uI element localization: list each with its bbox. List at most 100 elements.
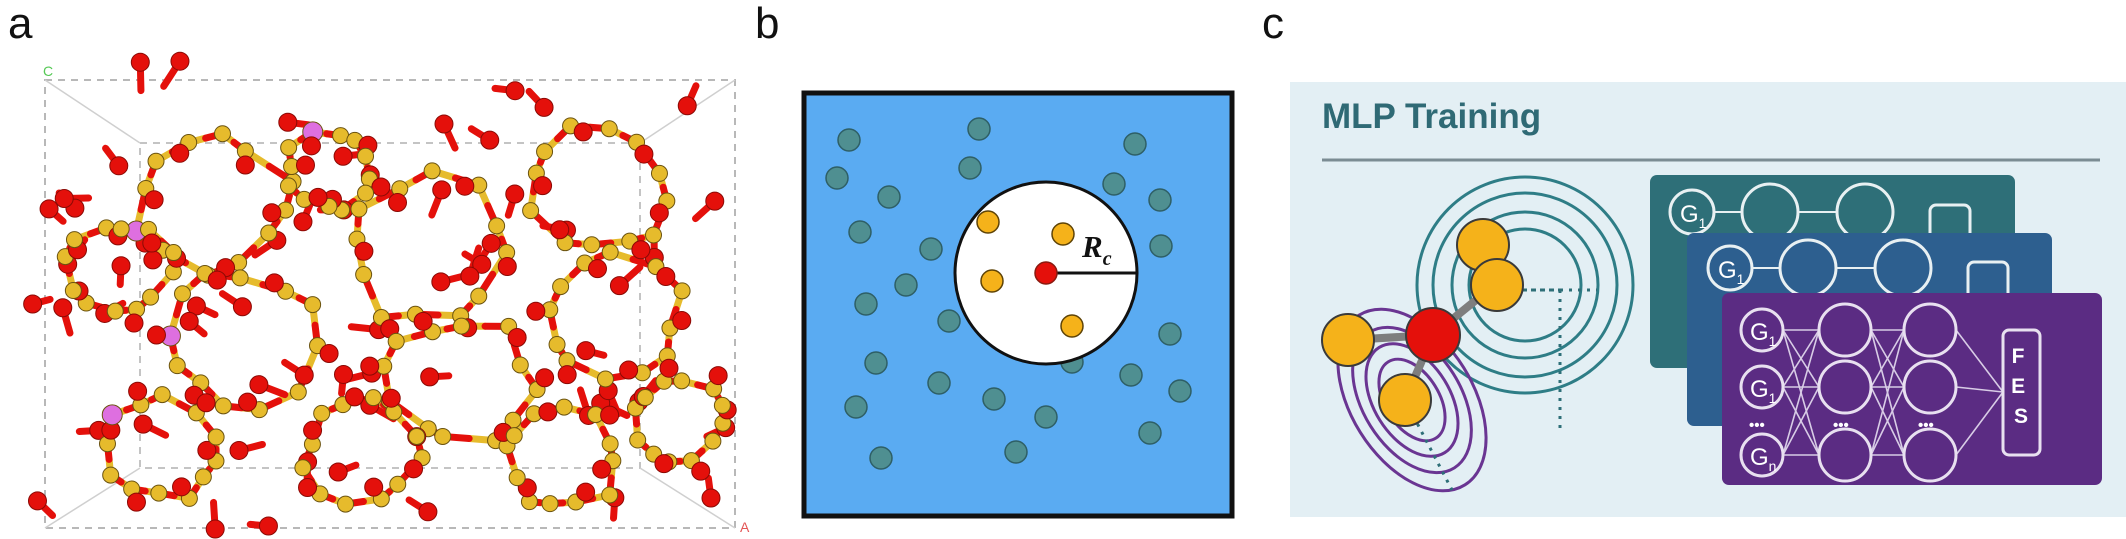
radial-shell	[1450, 210, 1600, 360]
oxygen-atom	[535, 368, 555, 388]
oxygen-atom	[53, 298, 73, 318]
oxygen-atom	[111, 256, 131, 276]
oxygen-atom	[360, 356, 380, 376]
oxygen-atom	[480, 130, 500, 150]
oxygen-atom	[388, 193, 408, 213]
oxygen-atom	[196, 393, 216, 413]
silicon-atom	[313, 404, 331, 422]
oxygen-atom	[170, 143, 190, 163]
silicon-atom	[536, 143, 554, 161]
silicon-atom	[304, 296, 322, 314]
oxygen-atom	[431, 272, 451, 292]
silicon-atom	[423, 162, 441, 180]
oxygen-atom	[691, 461, 711, 481]
silicon-atom	[636, 389, 654, 407]
silicon-atom	[673, 282, 691, 300]
edge	[1870, 386, 1905, 456]
silicon-atom	[629, 431, 647, 449]
silicon-atom	[106, 302, 124, 320]
silicon-atom	[596, 370, 614, 388]
oxygen-atom	[576, 482, 596, 502]
oxygen-atom	[258, 516, 278, 536]
silicon-atom	[112, 220, 130, 238]
oxygen-atom	[294, 365, 314, 385]
oxygen-atom	[295, 155, 315, 175]
oxygen-atom	[672, 311, 692, 331]
oxygen-atom	[229, 440, 249, 460]
oxygen-atom	[649, 203, 669, 223]
silicon-atom	[142, 288, 160, 306]
neighbor-atom	[980, 269, 1004, 293]
zeolite-framework-panel: C A	[23, 51, 750, 539]
oxygen-atom	[308, 187, 328, 207]
silicon-atom	[289, 383, 307, 401]
silicon-atom	[280, 139, 298, 157]
central-atom	[1034, 261, 1058, 285]
silicon-atom	[65, 231, 83, 249]
silicon-atom	[214, 397, 232, 415]
oxygen-atom	[333, 364, 353, 384]
oxygen-atom	[534, 97, 554, 117]
oxygen-atom	[264, 273, 284, 293]
oxygen-atom	[124, 313, 144, 333]
silicon-atom	[355, 266, 373, 284]
panel-label-a: a	[8, 0, 33, 48]
silicon-atom	[522, 202, 540, 220]
oxygen-atom	[197, 440, 217, 460]
oxygen-atom	[576, 341, 596, 361]
silicon-atom	[555, 398, 573, 416]
axis-a-label: A	[740, 519, 750, 535]
silicon-atom	[64, 282, 82, 300]
water-molecules	[825, 117, 1192, 470]
hidden-node	[1817, 302, 1873, 358]
cell-edge-line	[44, 79, 141, 144]
oxygen-atom	[130, 52, 150, 72]
oxygen-atom	[659, 358, 679, 378]
oxygen-atom	[432, 180, 452, 200]
neighbor-atom	[1378, 373, 1432, 427]
silicon-atom	[548, 335, 566, 353]
silicon-atom	[541, 495, 559, 513]
water-molecule	[927, 371, 951, 395]
oxygen-atom	[333, 146, 353, 166]
oxygen-atom	[319, 344, 339, 364]
oxygen-atom	[207, 270, 227, 290]
input-label: G1	[1750, 376, 1777, 406]
oxygen-atom	[39, 199, 59, 219]
water-molecule	[982, 387, 1006, 411]
water-molecule	[848, 220, 872, 244]
cutoff-radius-subscript: c	[1103, 248, 1112, 270]
panel-label-b: b	[755, 0, 780, 48]
input-label: Gn	[1750, 444, 1776, 474]
silicon-atom	[434, 427, 452, 445]
cutoff-radius-panel: Rc	[801, 90, 1235, 519]
water-molecule	[844, 395, 868, 419]
oxygen-atom	[109, 156, 129, 176]
oxygen-atom	[172, 477, 192, 497]
ellipsis-dots: •••	[1749, 417, 1765, 434]
silicon-atom	[350, 200, 368, 218]
edge	[1955, 391, 2004, 456]
oxygen-atom	[293, 212, 313, 232]
oxygen-atom	[146, 325, 166, 345]
hidden-node	[1902, 359, 1958, 415]
oxygen-atom	[708, 366, 728, 386]
silicon-atom	[408, 427, 426, 445]
oxygen-atom	[481, 233, 501, 253]
neighbor-atom	[1470, 258, 1524, 312]
silicon-atom	[165, 244, 183, 262]
oxygen-atom	[654, 454, 674, 474]
oxygen-atom	[328, 462, 348, 482]
input-label: G1	[1718, 257, 1745, 287]
network-edges	[1782, 329, 2004, 456]
oxygen-atom	[404, 459, 424, 479]
oxygen-atom	[600, 405, 620, 425]
silicon-atom	[364, 389, 382, 407]
oxygen-atom	[460, 266, 480, 286]
oxygen-atom	[126, 492, 146, 512]
silicon-atom	[332, 127, 350, 145]
cell-edge-line	[639, 467, 736, 529]
silicon-atom	[147, 152, 165, 170]
unit-cell-outer-box	[44, 79, 736, 529]
